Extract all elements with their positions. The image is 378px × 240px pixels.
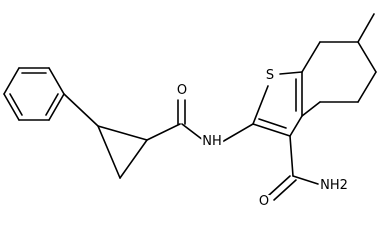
cyclopropane-ring	[97, 125, 148, 179]
carboxamide-double-bond-a	[267, 175, 291, 197]
thiophene-ring	[252, 71, 303, 137]
nh-thiophene-bond	[221, 123, 254, 143]
carboxamide-double-bond-b	[273, 179, 297, 201]
primary-amine-label: NH2	[319, 178, 349, 193]
carbonyl-oxygen-label: O	[175, 83, 189, 98]
sulfur-atom-label: S	[264, 68, 276, 83]
phenyl-cyclopropane-bond	[63, 93, 99, 127]
phenyl-ring	[3, 67, 65, 121]
ring-carboxamide-bond	[289, 135, 294, 177]
cyclohexene-ring	[301, 41, 377, 117]
amide-nh-label: NH	[201, 134, 223, 149]
cyclopropane-carbonyl-bond	[146, 123, 181, 141]
molecule-diagram: S NH O O NH2	[3, 13, 377, 209]
carboxamide-nh2-bond	[292, 175, 319, 185]
methyl-bond	[357, 13, 375, 43]
carboxamide-oxygen-label: O	[257, 194, 271, 209]
carbonyl-nh-bond	[181, 123, 204, 141]
bond-skeleton	[3, 13, 377, 201]
